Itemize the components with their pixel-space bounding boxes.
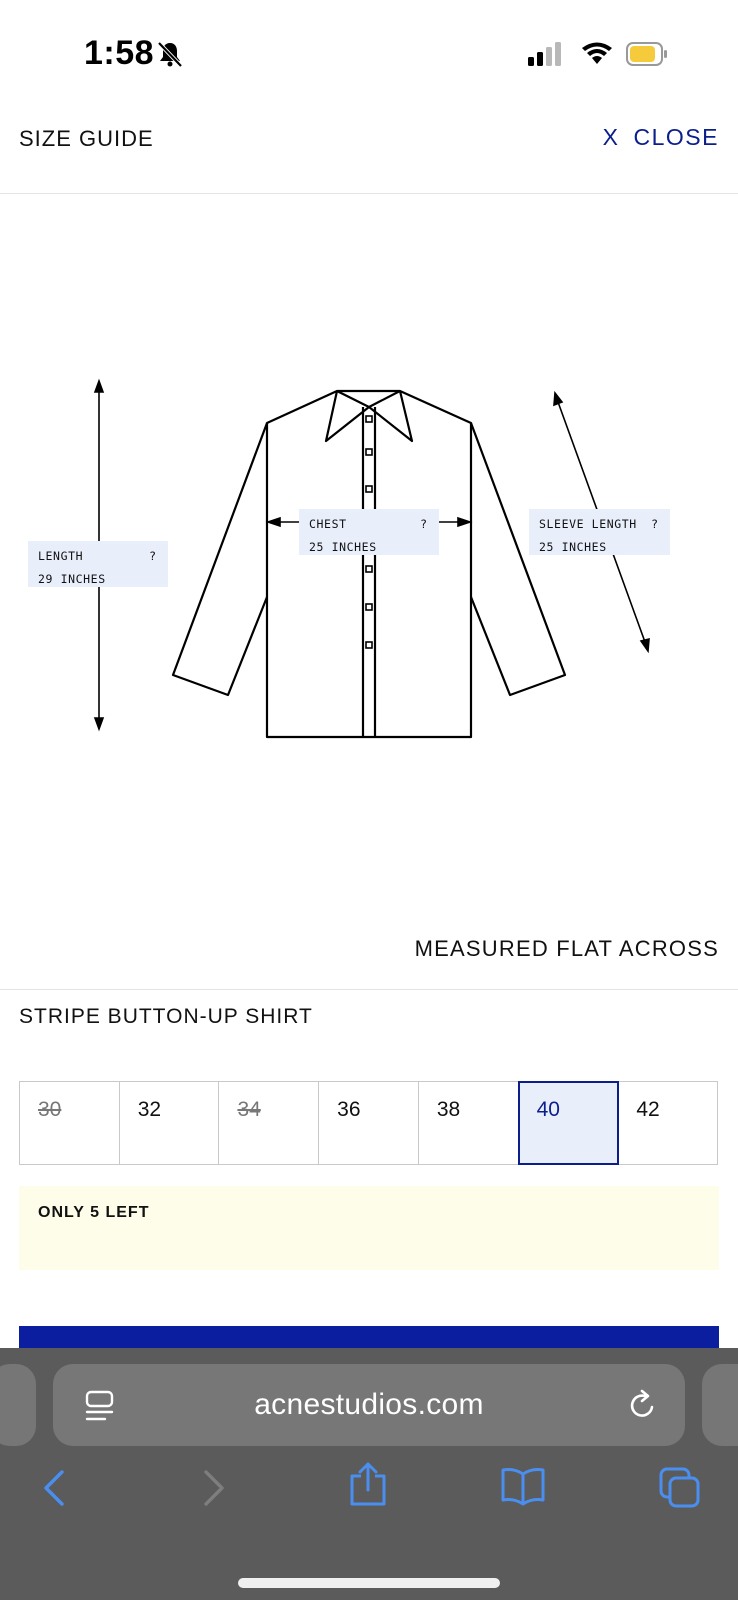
size-label: 34 bbox=[237, 1098, 261, 1121]
sleeve-value: 25 INCHES bbox=[539, 540, 607, 554]
shirt-diagram: LENGTH 29 INCHES ? CHEST 25 INCHES ? SLE… bbox=[0, 195, 738, 985]
chest-help-icon[interactable]: ? bbox=[420, 517, 427, 531]
close-icon: X bbox=[602, 124, 620, 150]
previous-tab-preview[interactable] bbox=[0, 1364, 36, 1446]
address-bar[interactable]: acnestudios.com bbox=[53, 1364, 685, 1446]
size-option[interactable]: 32 bbox=[120, 1082, 220, 1164]
chest-value: 25 INCHES bbox=[309, 540, 377, 554]
measured-flat-note: MEASURED FLAT ACROSS bbox=[414, 936, 719, 961]
status-time: 1:58 bbox=[84, 34, 155, 72]
size-option[interactable]: 38 bbox=[419, 1082, 519, 1164]
browser-toolbar: acnestudios.com bbox=[0, 1348, 738, 1600]
stock-notice-text: ONLY 5 LEFT bbox=[38, 1204, 150, 1221]
size-option[interactable]: 36 bbox=[319, 1082, 419, 1164]
length-label: LENGTH bbox=[38, 549, 84, 563]
shirt-illustration bbox=[93, 378, 650, 739]
size-option[interactable]: 40 bbox=[517, 1081, 620, 1165]
tabs-icon[interactable] bbox=[658, 1466, 702, 1510]
bell-slash-icon bbox=[157, 41, 183, 68]
length-measurement: LENGTH 29 INCHES ? bbox=[28, 541, 168, 587]
size-option[interactable]: 34 bbox=[219, 1082, 320, 1164]
size-label: 30 bbox=[38, 1098, 62, 1121]
share-icon[interactable] bbox=[348, 1460, 388, 1508]
stock-notice: ONLY 5 LEFT bbox=[19, 1186, 719, 1270]
sleeve-help-icon[interactable]: ? bbox=[651, 517, 658, 531]
chest-measurement: CHEST 25 INCHES ? bbox=[299, 509, 439, 555]
chest-label: CHEST bbox=[309, 517, 347, 531]
forward-icon[interactable] bbox=[198, 1468, 228, 1508]
reader-mode-icon[interactable] bbox=[85, 1390, 115, 1424]
product-name: STRIPE BUTTON-UP SHIRT bbox=[19, 1005, 313, 1028]
home-indicator[interactable] bbox=[238, 1578, 500, 1588]
size-selector: 30 32 34 36 38 40 42 bbox=[19, 1081, 718, 1165]
url-text: acnestudios.com bbox=[254, 1388, 484, 1421]
sleeve-label: SLEEVE LENGTH bbox=[539, 517, 637, 531]
browser-nav bbox=[0, 1348, 738, 1600]
status-bar: 1:58 bbox=[0, 0, 738, 100]
sleeve-measurement: SLEEVE LENGTH 25 INCHES ? bbox=[529, 509, 670, 555]
close-label: CLOSE bbox=[633, 124, 719, 150]
size-label: 42 bbox=[636, 1098, 660, 1121]
back-icon[interactable] bbox=[40, 1468, 70, 1508]
add-to-bag-button[interactable] bbox=[19, 1326, 719, 1348]
size-option[interactable]: 42 bbox=[618, 1082, 717, 1164]
size-option[interactable]: 30 bbox=[20, 1082, 120, 1164]
bookmarks-icon[interactable] bbox=[500, 1466, 546, 1506]
size-guide-header: SIZE GUIDE X CLOSE bbox=[0, 110, 738, 194]
close-button[interactable]: X CLOSE bbox=[603, 124, 719, 151]
next-tab-preview[interactable] bbox=[702, 1364, 738, 1446]
signal-icon bbox=[528, 42, 561, 66]
battery-icon bbox=[626, 42, 667, 66]
length-value: 29 INCHES bbox=[38, 572, 106, 586]
size-label: 38 bbox=[436, 1098, 461, 1121]
reload-icon[interactable] bbox=[627, 1388, 659, 1422]
size-label: 40 bbox=[536, 1098, 560, 1121]
length-help-icon[interactable]: ? bbox=[149, 549, 156, 563]
page-title: SIZE GUIDE bbox=[19, 126, 154, 151]
wifi-icon bbox=[582, 42, 612, 64]
size-label: 36 bbox=[337, 1098, 361, 1121]
divider bbox=[0, 989, 738, 990]
size-label: 32 bbox=[137, 1098, 162, 1121]
